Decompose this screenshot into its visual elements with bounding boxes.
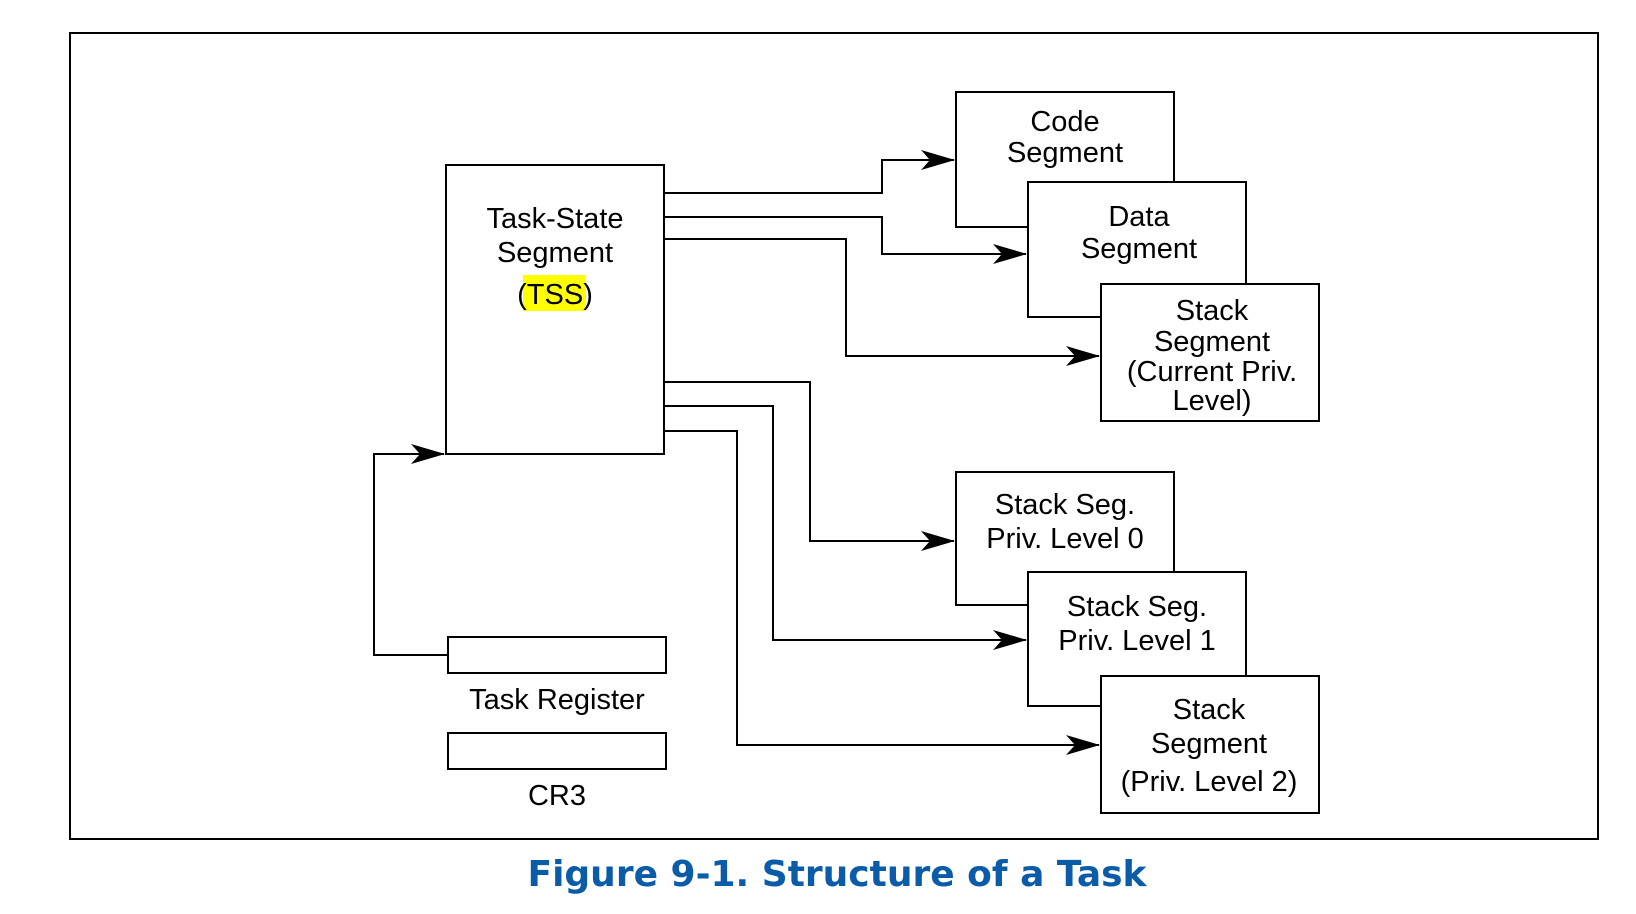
stack-pl1-label-2: Priv. Level 1 — [1058, 625, 1215, 657]
code-segment-label-1: Code — [1030, 106, 1099, 138]
task-register-box — [447, 636, 667, 674]
arrow-tss-to-code — [664, 150, 955, 194]
cr3-label: CR3 — [528, 780, 586, 812]
stack-pl2-label-3: (Priv. Level 2) — [1121, 766, 1298, 798]
tss-label-line2: Segment — [497, 237, 613, 269]
stack-current-label-4: Level) — [1173, 385, 1252, 417]
data-segment-label-1: Data — [1108, 201, 1170, 233]
stack-pl2-label-2: Segment — [1151, 728, 1267, 760]
tss-highlight — [523, 275, 586, 311]
arrow-tss-to-data — [664, 216, 1027, 264]
data-segment-label-2: Segment — [1081, 233, 1197, 265]
arrow-tss-to-stack-pl2 — [664, 430, 1100, 755]
stack-pl2-label-1: Stack — [1173, 694, 1246, 726]
task-register-label: Task Register — [469, 684, 645, 716]
cr3-box — [447, 732, 667, 770]
tss-open-paren: ( — [517, 279, 527, 311]
stack-current-label-3: (Current Priv. — [1127, 356, 1297, 388]
stack-pl1-label-1: Stack Seg. — [1067, 591, 1207, 623]
stack-segment-pl2-box — [1100, 675, 1320, 814]
tss-close-paren: ) — [583, 279, 593, 311]
figure-frame — [69, 32, 1599, 840]
stack-current-label-2: Segment — [1154, 326, 1270, 358]
stack-current-label-1: Stack — [1176, 295, 1249, 327]
tss-label-line1: Task-State — [487, 203, 624, 235]
stack-segment-current-box — [1100, 283, 1320, 422]
tss-abbr: TSS — [527, 279, 583, 311]
figure-caption: Figure 9-1. Structure of a Task — [527, 854, 1147, 895]
arrow-task-register-to-tss — [373, 444, 448, 656]
arrow-tss-to-stack-pl1 — [664, 405, 1027, 650]
arrow-tss-to-stack-current — [664, 238, 1100, 366]
arrow-tss-to-stack-pl0 — [664, 381, 955, 551]
code-segment-label-2: Segment — [1007, 137, 1123, 169]
stack-pl0-label-1: Stack Seg. — [995, 489, 1135, 521]
stack-pl0-label-2: Priv. Level 0 — [986, 523, 1143, 555]
tss-label-line3: (TSS) — [517, 279, 593, 311]
